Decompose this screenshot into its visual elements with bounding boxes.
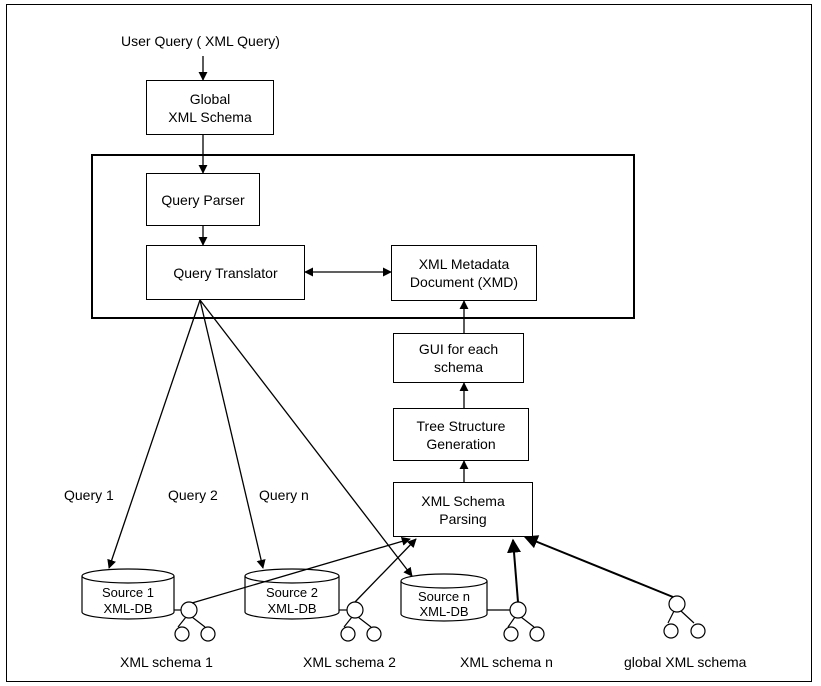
- arrow-query-n: [199, 299, 413, 577]
- global-xml-schema-box: Global XML Schema: [146, 80, 274, 135]
- user-query-label: User Query ( XML Query): [121, 33, 280, 49]
- xml-schema-parsing-box: XML Schema Parsing: [393, 482, 533, 537]
- query-n-label: Query n: [259, 487, 309, 503]
- schema-tree-global: [663, 595, 706, 639]
- xml-schema-n-label: XML schema n: [460, 654, 553, 670]
- source-n-db: XML-DB: [419, 604, 469, 619]
- source-2-name: Source 2: [265, 585, 319, 600]
- source-2-db: XML-DB: [267, 601, 317, 616]
- system-boundary: [91, 154, 635, 319]
- source-n-name: Source n: [417, 589, 471, 604]
- arrow-global-schema-to-parsing: [523, 535, 674, 598]
- arrow-schemaN-to-parsing: [507, 538, 521, 603]
- query-1-label: Query 1: [64, 487, 114, 503]
- schema-tree-n: [487, 601, 545, 642]
- schema-tree-1: [174, 601, 216, 642]
- query-parser-box: Query Parser: [146, 173, 260, 226]
- arrow-schema2-to-parsing: [354, 538, 417, 603]
- query-2-label: Query 2: [168, 487, 218, 503]
- diagram-frame: [6, 4, 812, 682]
- schema-tree-2: [339, 601, 382, 642]
- xml-metadata-document-box: XML Metadata Document (XMD): [391, 245, 537, 301]
- arrow-schema1-to-parsing: [191, 536, 411, 604]
- xml-schema-2-label: XML schema 2: [303, 654, 396, 670]
- global-xml-schema-label: global XML schema: [624, 654, 747, 670]
- database-source-1: [81, 568, 175, 620]
- tree-structure-generation-box: Tree Structure Generation: [393, 408, 529, 461]
- database-source-2: [244, 568, 340, 620]
- source-1-name: Source 1: [101, 585, 155, 600]
- xml-schema-1-label: XML schema 1: [120, 654, 213, 670]
- arrow-query-1: [107, 299, 201, 569]
- gui-for-each-schema-box: GUI for each schema: [393, 333, 524, 383]
- query-translator-box: Query Translator: [146, 245, 305, 300]
- arrow-query-2: [199, 299, 266, 569]
- source-1-db: XML-DB: [103, 601, 153, 616]
- database-source-n: [400, 573, 488, 622]
